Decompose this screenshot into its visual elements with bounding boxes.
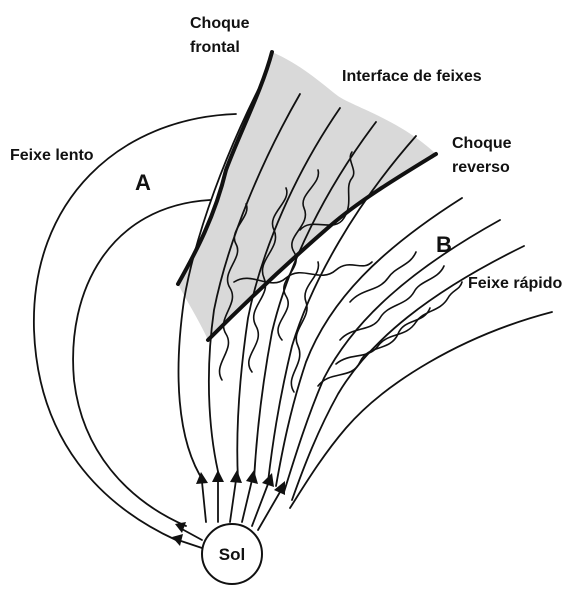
forward-shock-label: Choque — [190, 15, 250, 32]
forward-shock-label-line2: frontal — [190, 39, 240, 56]
reverse-shock-label-line2: reverso — [452, 159, 510, 176]
arrowhead-icon — [172, 534, 183, 546]
arrowhead-icon — [230, 470, 242, 483]
stream-interface-label: Interface de feixes — [342, 68, 482, 85]
reverse-shock-label: Choque — [452, 135, 512, 152]
region-a-label: A — [135, 170, 151, 195]
slow-stream-label: Feixe lento — [10, 147, 94, 164]
arrowhead-icon — [212, 470, 224, 482]
fast-stream-label: Feixe rápido — [468, 275, 562, 292]
wave-line-8 — [336, 282, 462, 364]
field-line-7 — [284, 220, 500, 492]
region-b-label: B — [436, 232, 452, 257]
arrowhead-icon — [246, 470, 258, 484]
sun-label: Sol — [219, 545, 245, 564]
arrowhead-icon — [196, 472, 208, 484]
wave-line-10 — [350, 252, 416, 302]
wave-line-9 — [340, 266, 444, 340]
wave-line-6 — [291, 262, 318, 392]
slow-stream-line-inner — [73, 200, 210, 526]
